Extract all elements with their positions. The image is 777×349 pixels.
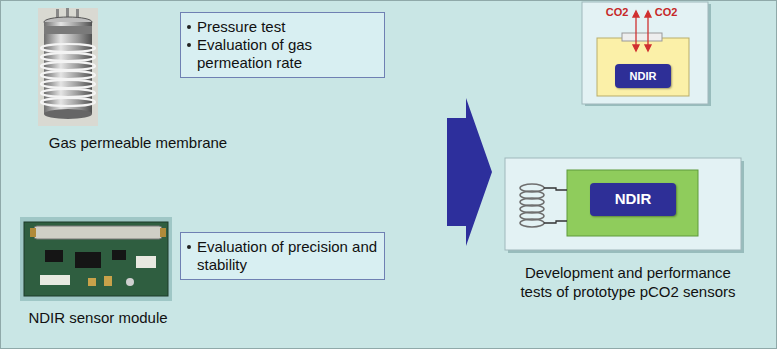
coil-turn: [41, 98, 95, 106]
sensor-housing: [567, 170, 698, 236]
caption-text: NDIR sensor module: [18, 308, 178, 327]
detector: [160, 228, 166, 237]
tube-coil: [41, 44, 95, 106]
sketch-panel: [582, 2, 708, 104]
flow-line: [635, 14, 636, 48]
flow-line: [647, 14, 648, 48]
sensor-housing: [597, 38, 689, 96]
tube-line: [544, 188, 567, 190]
arrowhead: [645, 45, 651, 51]
bullet-dot: [187, 25, 191, 29]
bullet-dot: [187, 43, 191, 47]
connector: [40, 275, 70, 285]
arrowhead: [633, 11, 639, 17]
lamp: [30, 228, 36, 237]
sketch-panel: [505, 158, 741, 250]
membrane-sensor-sketch: [582, 2, 711, 106]
membrane: [622, 33, 662, 41]
sensor-label: NDIR: [615, 191, 652, 208]
coil-turn: [41, 53, 95, 61]
chip: [45, 250, 63, 262]
sensor-label: NDIR: [630, 70, 657, 82]
sensor-box: NDIR: [590, 183, 676, 216]
note-box: Evaluation of precision and stability: [180, 232, 385, 280]
photo-ground: [38, 8, 98, 126]
gas-flow-arrows: [633, 11, 651, 51]
coil-turn: [41, 71, 95, 79]
caption-text: Gas permeable membrane: [28, 133, 248, 152]
chip: [75, 252, 101, 268]
component: [104, 276, 112, 286]
tube-line: [544, 221, 567, 223]
circuit-board: [24, 222, 168, 296]
coil-turn: [41, 80, 95, 88]
coil-turn: [41, 62, 95, 70]
bullet-dot: [187, 245, 191, 249]
chip: [112, 250, 126, 260]
cylinder-base: [44, 109, 92, 119]
arrowhead: [633, 45, 639, 51]
ndir-module-photo: [20, 217, 172, 301]
connector: [136, 256, 156, 268]
process-arrow: [447, 98, 492, 246]
coil-turn: [520, 219, 544, 227]
cylinder-body: [44, 22, 92, 114]
bullet-text: Pressure test: [197, 18, 378, 36]
coil-sensor-sketch: [505, 158, 744, 253]
bullet-text: Evaluation of precision and stability: [197, 238, 378, 274]
coil-turn: [41, 89, 95, 97]
optical-tube: [34, 226, 162, 239]
bullet-item: Evaluation of gas permeation rate: [197, 36, 378, 72]
cylinder-band: [44, 26, 92, 34]
bullet-item: Evaluation of precision and stability: [197, 238, 378, 274]
membrane-photo: [38, 8, 98, 126]
coil-turn: [41, 44, 95, 52]
note-box: Pressure testEvaluation of gas permeatio…: [180, 12, 385, 78]
caption-text: Development and performance tests of pro…: [514, 263, 742, 301]
sensor-box: NDIR: [615, 64, 671, 88]
component: [88, 278, 96, 286]
gas-label: CO2: [652, 6, 680, 19]
gas-label: CO2: [603, 6, 631, 19]
photo-ground: [20, 217, 172, 301]
bullet-text: Evaluation of gas permeation rate: [197, 36, 378, 72]
component: [126, 278, 134, 286]
arrowhead: [645, 11, 651, 17]
bullet-item: Pressure test: [197, 18, 378, 36]
tube-coil: [520, 184, 544, 227]
